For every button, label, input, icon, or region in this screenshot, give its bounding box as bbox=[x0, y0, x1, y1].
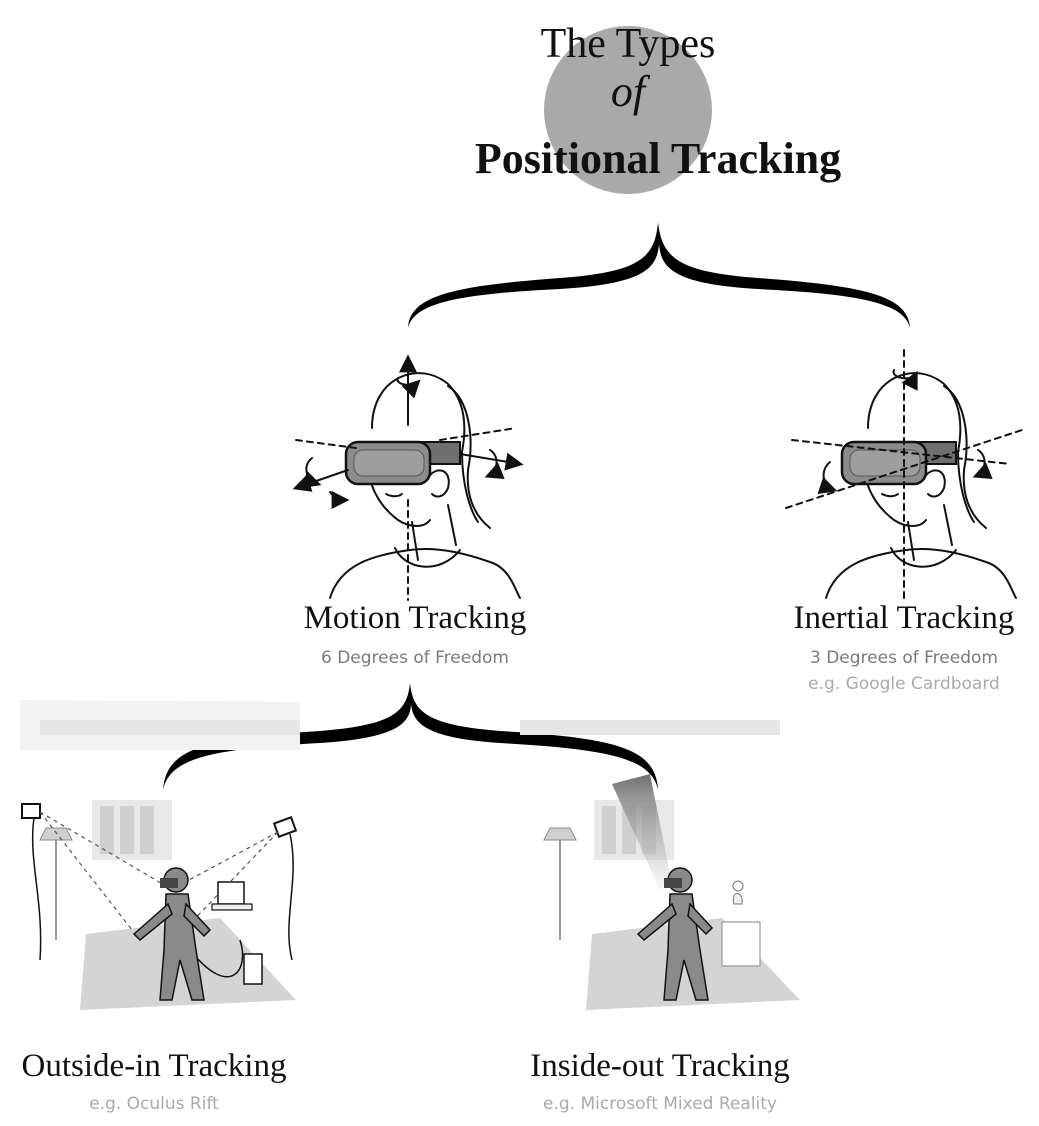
top-brace bbox=[408, 222, 910, 328]
inside-out-room-icon bbox=[520, 720, 800, 1010]
title-line-3: Positional Tracking bbox=[474, 134, 842, 183]
inertial-tracking-example: e.g. Google Cardboard bbox=[808, 674, 1000, 694]
inside-out-tracking-label: Inside-out Tracking bbox=[530, 1048, 790, 1084]
inertial-tracking-label: Inertial Tracking bbox=[793, 600, 1015, 636]
title-circle bbox=[544, 26, 712, 194]
inertial-vr-head-icon bbox=[785, 349, 1023, 601]
title-line-1: The Types bbox=[540, 21, 716, 67]
title-line-2: of bbox=[610, 67, 646, 116]
outside-in-tracking-example: e.g. Oculus Rift bbox=[89, 1094, 219, 1114]
inertial-tracking-sub: 3 Degrees of Freedom bbox=[810, 648, 998, 668]
outside-in-tracking-label: Outside-in Tracking bbox=[21, 1048, 287, 1084]
motion-vr-head-icon bbox=[292, 354, 524, 601]
motion-tracking-label: Motion Tracking bbox=[303, 600, 527, 636]
inside-out-tracking-example: e.g. Microsoft Mixed Reality bbox=[543, 1094, 777, 1114]
outside-in-room-icon bbox=[20, 700, 300, 1010]
motion-tracking-sub: 6 Degrees of Freedom bbox=[321, 648, 509, 668]
